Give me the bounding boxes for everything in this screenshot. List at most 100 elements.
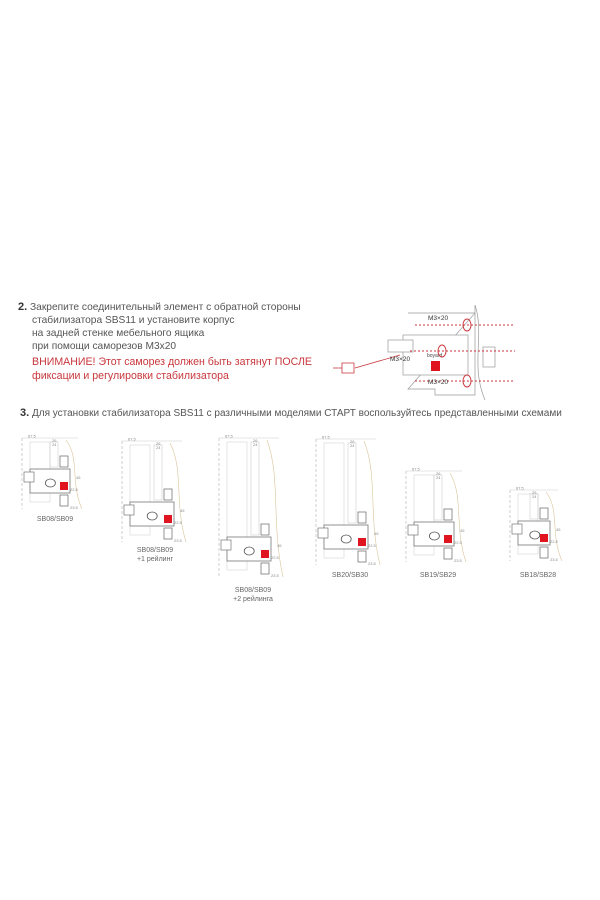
red-block (540, 534, 548, 542)
adjust-screw (45, 478, 56, 488)
dimension-label: 67.5 (225, 434, 234, 439)
mount-hole (59, 494, 69, 507)
stabilizer-body (323, 524, 369, 550)
mount-hole (443, 508, 453, 521)
scheme-label: SB18/SB28 (519, 572, 557, 579)
dimension-label: 24 (52, 442, 57, 447)
dimension-label: 22.5 (174, 520, 183, 525)
dimension-label: 22.5 (550, 539, 559, 544)
dimension-label: 45 (374, 531, 379, 536)
stabilizer-end (123, 504, 135, 516)
dimension-label: 23.5 (368, 561, 377, 566)
dimension-label: 45 (556, 527, 561, 532)
stabilizer-end (220, 539, 232, 551)
dimension-label: 26 (532, 490, 537, 495)
step-2-instructions: 2. Закрепите соединительный элемент с об… (18, 301, 312, 383)
dimension-label: 24 (253, 442, 258, 447)
mount-hole (260, 562, 270, 575)
brand-label: boyard (427, 353, 443, 359)
dimension-label: 45 (76, 475, 81, 480)
screw-label: M3×20 (390, 356, 410, 363)
drawer-side (323, 442, 345, 559)
panel-edge (266, 439, 284, 578)
mount-hole (163, 488, 173, 501)
dimension-label: 23.5 (70, 505, 79, 510)
mount-hole (260, 523, 270, 536)
step-number: 2. (18, 301, 28, 313)
rail-profile (153, 444, 163, 501)
step-number: 3. (20, 407, 30, 419)
stabilizer-end (511, 523, 523, 535)
adjust-screw (243, 546, 255, 556)
dimension-label: 26 (436, 471, 441, 476)
dimension-label: 23.5 (271, 573, 280, 578)
dimension-label: 67.5 (412, 467, 421, 472)
dimension-label: 26 (52, 438, 57, 443)
drawer-side (226, 441, 248, 571)
mount-hole (539, 507, 549, 520)
scheme-label: SB08/SB09+1 рейлинг (136, 547, 174, 563)
stabilizer-end (407, 524, 419, 536)
rail-profile (347, 442, 357, 524)
red-block (358, 538, 366, 546)
dimension-label: 23.5 (550, 557, 559, 562)
dimension-label: 24 (350, 443, 355, 448)
dimension-label: 22.5 (70, 487, 79, 492)
red-block (164, 515, 172, 523)
stabilizer-end (317, 527, 329, 539)
warning-line: фиксации и регулировки стабилизатора (32, 369, 229, 382)
adjust-screw (340, 534, 352, 544)
dimension-label: 23.5 (454, 558, 463, 563)
dimension-label: 67.5 (128, 437, 137, 442)
dimension-label: 26 (253, 438, 258, 443)
dimension-label: 22.5 (454, 540, 463, 545)
panel-edge (169, 442, 187, 543)
scheme-label: SB20/SB30 (331, 572, 369, 579)
screw-label: M3×20 (428, 315, 448, 322)
mounting-diagram: boyard M3×20 M3×20 M3×20 (333, 305, 515, 400)
rail-profile (433, 474, 443, 521)
mount-hole (357, 550, 367, 563)
step-2-line: на задней стенке мебельного ящика (32, 328, 205, 339)
step-3-instructions: 3. Для установки стабилизатора SBS11 с р… (20, 407, 562, 419)
warning-line: ВНИМАНИЕ! Этот саморез должен быть затян… (32, 356, 312, 368)
dimension-label: 24 (532, 494, 537, 499)
step-3-text: Для установки стабилизатора SBS11 с разл… (31, 408, 562, 419)
dimension-label: 24 (436, 475, 441, 480)
dimension-label: 23.5 (174, 538, 183, 543)
red-block (60, 482, 68, 490)
mount-hole (443, 547, 453, 560)
rail-profile (250, 441, 260, 536)
dimension-label: 67.5 (28, 434, 37, 439)
adjust-screw (146, 511, 158, 521)
panel-edge (363, 440, 381, 566)
panel-edge (65, 439, 83, 510)
scheme-label: SB19/SB29 (419, 572, 457, 579)
step-2-line: при помощи саморезов М3х20 (32, 341, 177, 352)
mount-hole (59, 455, 69, 468)
dimension-label: 45 (180, 508, 185, 513)
dimension-label: 26 (350, 439, 355, 444)
screw-icon (333, 362, 355, 374)
dimension-label: 22.5 (368, 543, 377, 548)
dimension-label: 45 (277, 543, 282, 548)
step-2-line: Закрепите соединительный элемент с обрат… (30, 302, 301, 313)
warning-text: ВНИМАНИЕ! Этот саморез должен быть затян… (18, 356, 312, 383)
stabilizer-end (23, 471, 35, 483)
red-block (444, 535, 452, 543)
adjust-screw (429, 531, 440, 541)
dimension-label: 22.5 (271, 555, 280, 560)
scheme-label: SB08/SB09+2 рейлинга (233, 587, 273, 603)
dimension-label: 67.5 (322, 435, 331, 440)
panel-edge (545, 491, 563, 562)
panel-edge (449, 472, 467, 563)
mount-hole (357, 511, 367, 524)
drawer-side (413, 474, 435, 556)
scheme-label: SB08/SB09 (36, 516, 74, 523)
